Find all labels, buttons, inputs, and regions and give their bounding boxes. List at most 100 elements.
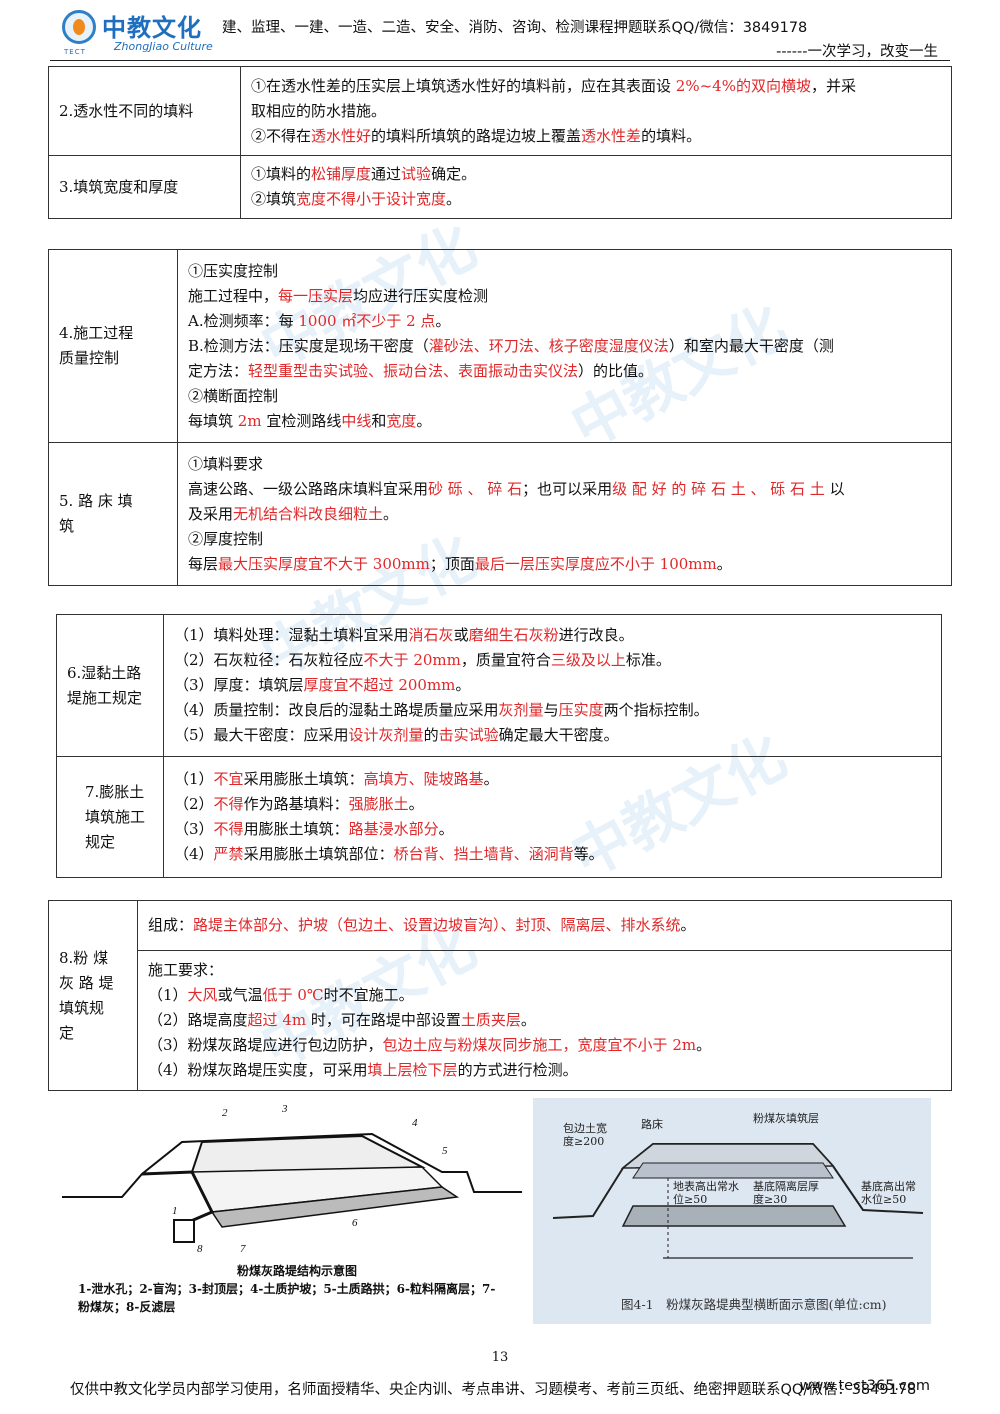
table-row: 2.透水性不同的填料 ①在透水性差的压实层上填筑透水性好的填料前，应在其表面设 … bbox=[48, 66, 952, 156]
text-segment: （5）最大干密度：应采用 bbox=[174, 726, 349, 744]
text-segment: 的方式进行检测。 bbox=[457, 1061, 578, 1079]
text-segment: 用膨胀土填筑： bbox=[243, 820, 349, 838]
highlight-text: 级 配 好 的 碎 石 土 、 砾 石 土 bbox=[612, 479, 825, 498]
label-dibiao: 地表高出常水位≥50 bbox=[673, 1180, 739, 1206]
logo-en: ZhongJiao Culture bbox=[114, 40, 213, 53]
highlight-text: 2%~4%的双向横坡 bbox=[675, 76, 811, 95]
header-divider bbox=[50, 60, 950, 61]
text-segment: ）的比值。 bbox=[578, 361, 654, 380]
row-content: 施工要求：（1）大风或气温低于 0℃时不宜施工。（2）路堤高度超过 4m 时，可… bbox=[137, 950, 952, 1091]
content-line: （2）石灰粒径：石灰粒径应不大于 20mm，质量宜符合三级及以上标准。 bbox=[174, 648, 931, 673]
text-segment: 。 bbox=[716, 554, 732, 573]
text-segment: （4）粉煤灰路堤压实度，可采用 bbox=[148, 1061, 368, 1079]
highlight-text: 强膨胀土 bbox=[348, 795, 409, 813]
callout-number: 4 bbox=[412, 1117, 418, 1129]
header-contact-text: 建、监理、一建、一造、二造、安全、消防、咨询、检测课程押题联系QQ/微信：384… bbox=[222, 20, 808, 36]
figure-caption: 图4-1 粉煤灰路堤典型横断面示意图(单位:cm) bbox=[621, 1297, 887, 1312]
highlight-text: 土质夹层 bbox=[460, 1011, 521, 1029]
text-segment: 及采用 bbox=[188, 504, 234, 523]
highlight-text: 灌砂法、环刀法、核子密度湿度仪法 bbox=[428, 336, 669, 355]
content-line: 高速公路、一级公路路床填料宜采用砂 砾 、 碎 石；也可以采用级 配 好 的 碎… bbox=[188, 477, 941, 502]
text-segment: 等。 bbox=[573, 845, 604, 863]
callout-number: 2 bbox=[222, 1107, 228, 1119]
text-segment: 组成： bbox=[148, 916, 194, 934]
header-slogan: ------一次学习，改变一生 bbox=[776, 44, 938, 60]
text-segment: 。 bbox=[680, 916, 696, 934]
content-line: 组成：路堤主体部分、护坡（包边土、设置边坡盲沟）、封顶、隔离层、排水系统。 bbox=[148, 913, 941, 938]
row-label-line: 6.湿黏土路 bbox=[67, 663, 142, 682]
text-segment: ，质量宜符合 bbox=[460, 651, 551, 669]
text-segment: 高速公路、一级公路路床填料宜采用 bbox=[188, 479, 429, 498]
row-label-line: 规定 bbox=[85, 832, 116, 851]
row-label-line: 定 bbox=[59, 1023, 75, 1042]
text-segment: 施工过程中， bbox=[188, 286, 279, 305]
text-segment: A.检测频率：每 bbox=[188, 311, 299, 330]
label-luchuang: 路床 bbox=[641, 1118, 663, 1131]
text-segment: 。 bbox=[408, 795, 424, 813]
content-line: 施工要求： bbox=[148, 958, 941, 983]
content-line: （1）不宜采用膨胀土填筑：高填方、陡坡路基。 bbox=[174, 767, 931, 792]
highlight-text: 不大于 20mm bbox=[363, 651, 461, 669]
row-label: 8.粉 煤灰 路 堤填筑规定 bbox=[48, 900, 138, 1091]
row-label-line: 7.膨胀土 bbox=[85, 782, 145, 801]
logo-abbr: TECT bbox=[64, 48, 86, 56]
highlight-text: 路基浸水部分 bbox=[348, 820, 439, 838]
text-segment: ②不得在 bbox=[251, 126, 312, 145]
text-segment: 。 bbox=[696, 1036, 712, 1054]
row-label: 6.湿黏土路堤施工规定 bbox=[56, 614, 164, 757]
label-jidi: 基底隔离层厚度≥30 bbox=[753, 1180, 819, 1206]
highlight-text: 透水性差 bbox=[581, 126, 642, 145]
content-line: （3）不得用膨胀土填筑：路基浸水部分。 bbox=[174, 817, 931, 842]
highlight-text: 透水性好 bbox=[311, 126, 372, 145]
page-number: 13 bbox=[491, 1350, 509, 1365]
text-segment: ②填筑 bbox=[251, 190, 297, 208]
content-line: （1）大风或气温低于 0℃时不宜施工。 bbox=[148, 983, 941, 1008]
text-segment: 。 bbox=[455, 676, 471, 694]
text-segment: 确定最大干密度。 bbox=[498, 726, 619, 744]
table-fill-materials: 2.透水性不同的填料 ①在透水性差的压实层上填筑透水性好的填料前，应在其表面设 … bbox=[48, 66, 952, 219]
highlight-text: 低于 0℃ bbox=[262, 986, 324, 1004]
text-segment: 时不宜施工。 bbox=[323, 986, 414, 1004]
table-row: 7.膨胀土填筑施工规定 （1）不宜采用膨胀土填筑：高填方、陡坡路基。（2）不得作… bbox=[56, 756, 942, 878]
row-content: （1）不宜采用膨胀土填筑：高填方、陡坡路基。（2）不得作为路基填料：强膨胀土。（… bbox=[163, 756, 942, 878]
highlight-text: 试验 bbox=[401, 165, 432, 183]
content-line: ②横断面控制 bbox=[188, 384, 941, 409]
footer-url: www.tect365.com bbox=[799, 1378, 930, 1394]
text-segment: ②厚度控制 bbox=[188, 529, 264, 548]
row-label-line: 堤施工规定 bbox=[67, 688, 143, 707]
content-line: ②填筑宽度不得小于设计宽度。 bbox=[251, 187, 941, 212]
text-segment: 。 bbox=[483, 770, 499, 788]
highlight-text: 不得 bbox=[213, 820, 244, 838]
row-label-line: 质量控制 bbox=[59, 349, 120, 367]
text-segment: 施工要求： bbox=[148, 961, 224, 979]
label-jidi2: 基底高出常水位≥50 bbox=[861, 1180, 916, 1206]
content-line: ①填料的松铺厚度通过试验确定。 bbox=[251, 162, 941, 187]
highlight-text: 灰剂量 bbox=[498, 701, 544, 719]
text-segment: ①填料要求 bbox=[188, 454, 264, 473]
row-label: 7.膨胀土填筑施工规定 bbox=[56, 756, 164, 878]
text-segment: 的填料。 bbox=[641, 126, 702, 145]
text-segment: 与 bbox=[543, 701, 559, 719]
highlight-text: 超过 4m bbox=[247, 1011, 307, 1029]
content-line: B.检测方法：压实度是现场干密度（灌砂法、环刀法、核子密度湿度仪法）和室内最大干… bbox=[188, 334, 941, 359]
text-segment: ；顶面 bbox=[429, 554, 475, 573]
highlight-text: 厚度宜不超过 200mm bbox=[303, 676, 456, 694]
text-segment: （3）厚度：填筑层 bbox=[174, 676, 304, 694]
row-label: 3.填筑宽度和厚度 bbox=[48, 155, 241, 219]
text-segment: 采用膨胀土填筑： bbox=[243, 770, 364, 788]
table-flyash-embankment: 8.粉 煤灰 路 堤填筑规定 组成：路堤主体部分、护坡（包边土、设置边坡盲沟）、… bbox=[48, 900, 952, 1091]
highlight-text: 宽度不得小于设计宽度 bbox=[296, 190, 447, 208]
label-tianzhu: 粉煤灰填筑层 bbox=[753, 1112, 819, 1125]
text-segment: 进行改良。 bbox=[558, 626, 634, 644]
text-segment: （2）路堤高度 bbox=[148, 1011, 248, 1029]
table-row: 施工要求：（1）大风或气温低于 0℃时不宜施工。（2）路堤高度超过 4m 时，可… bbox=[49, 950, 952, 1091]
text-segment: 。 bbox=[446, 190, 462, 208]
text-segment: 每填筑 bbox=[188, 411, 238, 430]
row-label-line: 填筑施工 bbox=[85, 807, 146, 826]
text-segment: 以 bbox=[824, 479, 845, 498]
text-segment: （4）质量控制：改良后的湿黏土路堤质量应采用 bbox=[174, 701, 499, 719]
text-segment: 定方法： bbox=[188, 361, 249, 380]
content-line: A.检测频率：每 1000 ㎡不少于 2 点。 bbox=[188, 309, 941, 334]
text-segment: 或气温 bbox=[217, 986, 263, 1004]
